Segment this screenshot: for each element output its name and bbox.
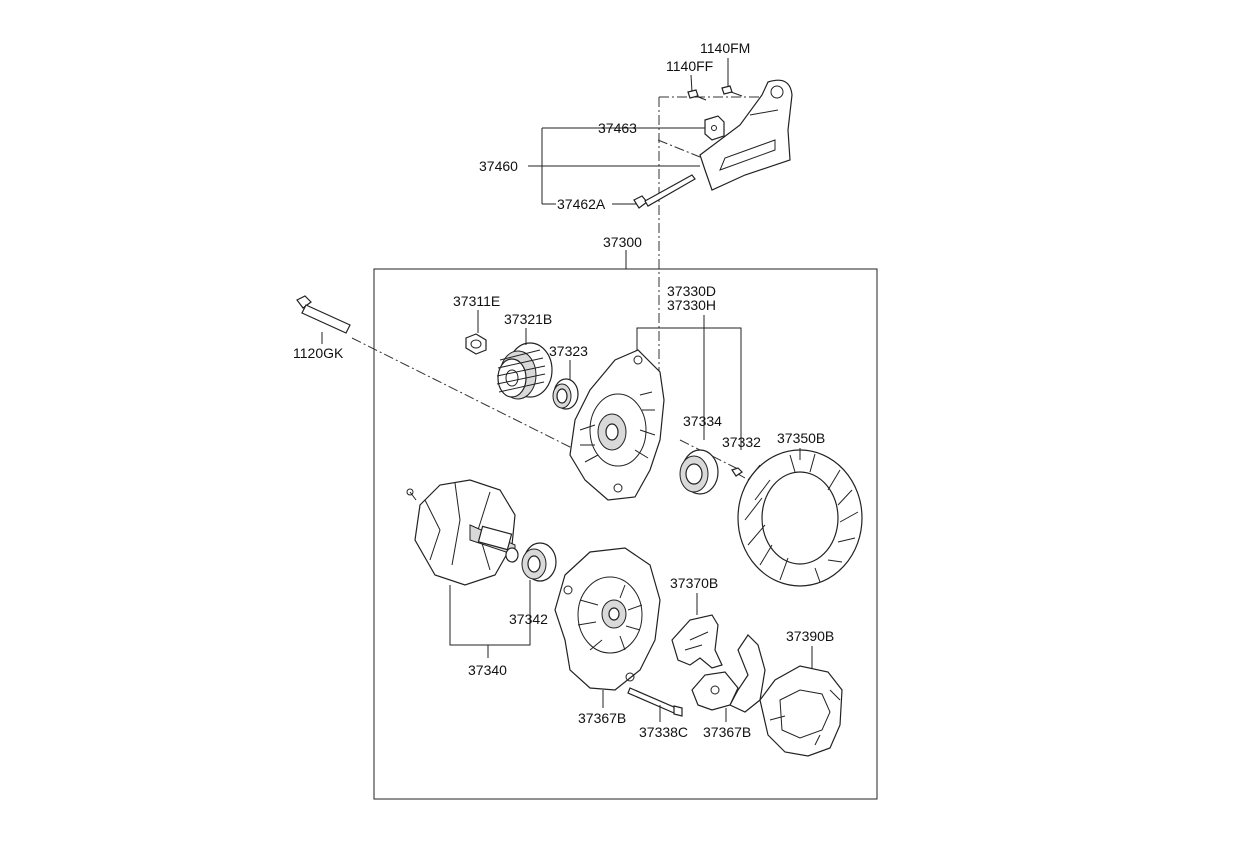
label-37330H: 37330H <box>667 297 717 313</box>
rectifier-37367B <box>691 634 766 713</box>
label-1120GK: 1120GK <box>293 345 344 361</box>
label-37390B: 37390B <box>786 628 835 644</box>
label-37340: 37340 <box>468 662 507 678</box>
label-1140FM: 1140FM <box>700 40 751 56</box>
label-37311E: 37311E <box>453 293 501 309</box>
front-bracket-37330 <box>569 349 665 501</box>
axis-line-screw <box>679 439 741 471</box>
label-37323: 37323 <box>549 343 588 359</box>
label-37330D: 37330D <box>667 283 717 299</box>
leader-37330 <box>636 327 742 450</box>
rotor-37340 <box>406 479 519 586</box>
label-37321B: 37321B <box>504 311 553 327</box>
stator-37350B <box>737 449 863 587</box>
bearing-37334 <box>679 449 719 495</box>
label-37350B: 37350B <box>777 430 826 446</box>
screw-37332 <box>731 467 746 479</box>
bolt-37462A <box>633 174 696 209</box>
label-37460: 37460 <box>479 158 518 174</box>
label-37367B-a: 37367B <box>578 710 627 726</box>
pulley-37321B <box>496 342 553 400</box>
label-37462A: 37462A <box>557 196 606 212</box>
bearing-37323 <box>552 378 579 410</box>
bolt-1140FM <box>721 85 743 97</box>
bolt-1120GK <box>296 295 351 334</box>
bolt-37338C <box>627 687 683 717</box>
bearing-37342 <box>521 542 557 582</box>
label-37300: 37300 <box>603 234 642 250</box>
label-1140FF: 1140FF <box>666 58 714 74</box>
label-37332: 37332 <box>722 434 761 450</box>
leader-bracket-group <box>528 127 700 205</box>
label-37338C: 37338C <box>639 724 689 740</box>
label-37334: 37334 <box>683 413 722 429</box>
block-37463 <box>704 115 725 141</box>
regulator-37370B <box>671 614 723 669</box>
rear-cover-37390B <box>759 665 843 757</box>
label-37367B-b: 37367B <box>703 724 752 740</box>
leader-1140FF <box>690 74 693 93</box>
rear-bracket-37367B <box>554 547 661 691</box>
nut-37311E <box>465 333 487 355</box>
label-37370B: 37370B <box>670 575 719 591</box>
axis-line-bracket <box>657 139 701 158</box>
bolt-1140FF <box>687 89 707 101</box>
leader-37340 <box>449 585 531 646</box>
label-37342: 37342 <box>509 611 548 627</box>
label-37463: 37463 <box>598 120 637 136</box>
bracket-37460 <box>699 79 793 191</box>
